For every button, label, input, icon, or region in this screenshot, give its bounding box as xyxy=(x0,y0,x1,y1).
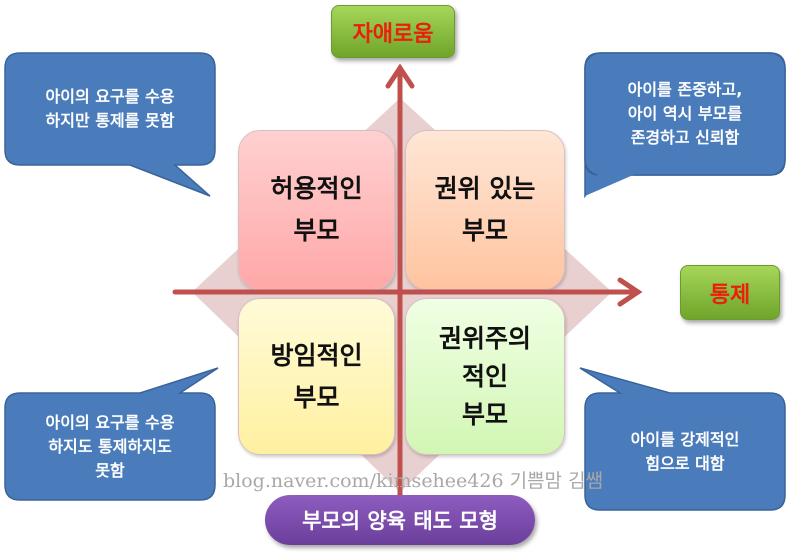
callout-shape-bottom-right xyxy=(579,367,786,511)
callout-text: 아이의 요구를 수용 xyxy=(45,87,175,106)
callout-text: 못함 xyxy=(95,460,125,480)
callout-text: 힘으로 대함 xyxy=(645,453,725,473)
callout-text: 존경하고 신뢰함 xyxy=(630,128,740,147)
quadrant-authoritative: 권위 있는 부모 xyxy=(405,130,565,290)
axis-label-affection: 자애로움 xyxy=(331,5,455,58)
quadrant-label: 권위주의 xyxy=(438,323,531,353)
quadrant-label: 부모 xyxy=(293,216,340,245)
vertical-arrowhead xyxy=(385,63,415,89)
callout-text: 아이를 존중하고, xyxy=(627,80,743,99)
callout-text: 아이 역시 부모를 xyxy=(627,104,743,123)
quadrant-label: 방임적인 xyxy=(270,340,363,370)
quadrant-label: 권위 있는 xyxy=(434,174,536,203)
callout-text: 하지도 통제하지도 xyxy=(48,436,172,456)
callout-neglectful: 아이의 요구를 수용 하지도 통제하지도 못함 xyxy=(5,393,215,500)
quadrant-label: 적인 xyxy=(461,361,508,391)
horizontal-arrowhead xyxy=(617,277,643,307)
diagram-title-text: 부모의 양육 태도 모형 xyxy=(302,509,498,533)
quadrant-label: 부모 xyxy=(461,216,508,245)
callout-text: 아이의 요구를 수용 xyxy=(45,412,175,432)
callout-text: 아이를 강제적인 xyxy=(630,429,740,449)
callout-shape-top-left xyxy=(4,52,216,197)
axis-label-text: 자애로움 xyxy=(352,21,434,47)
quadrant-authoritarian: 권위주의 적인 부모 xyxy=(405,298,565,455)
quadrant-neglectful: 방임적인 부모 xyxy=(238,298,395,455)
diagram-title: 부모의 양육 태도 모형 xyxy=(265,495,535,545)
callout-authoritarian: 아이를 강제적인 힘으로 대함 xyxy=(585,393,785,510)
quadrant-permissive: 허용적인 부모 xyxy=(238,130,395,290)
quadrant-label: 허용적인 xyxy=(270,174,363,203)
callout-permissive: 아이의 요구를 수용 하지만 통제를 못함 xyxy=(5,53,215,165)
quadrant-label: 부모 xyxy=(461,399,508,429)
callout-text: 하지만 통제를 못함 xyxy=(45,111,175,130)
callout-shape-bottom-left xyxy=(4,367,219,501)
watermark: blog.naver.com/kimsehee426 기쁨맘 김쌤 xyxy=(223,470,604,492)
axis-label-text: 통제 xyxy=(709,282,751,308)
axis-label-control: 통제 xyxy=(680,265,780,320)
quadrant-label: 부모 xyxy=(293,382,340,412)
callout-authoritative: 아이를 존중하고, 아이 역시 부모를 존경하고 신뢰함 xyxy=(585,53,785,175)
